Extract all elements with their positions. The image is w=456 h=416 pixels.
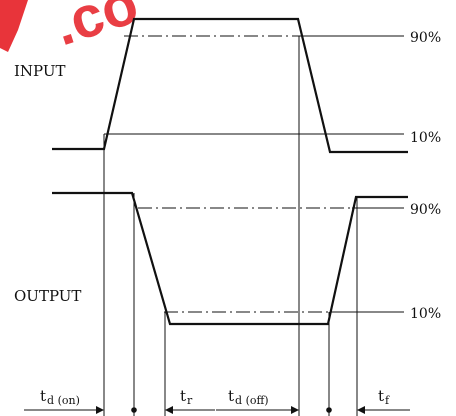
interval-arrows	[24, 406, 410, 414]
output-90-label: 90%	[410, 202, 441, 218]
watermark-wedge	[0, 0, 28, 52]
td-on-main: t	[40, 387, 46, 405]
watermark-logo: .co	[0, 0, 146, 58]
input-10-label: 10%	[410, 130, 441, 146]
output-10-label: 10%	[410, 306, 441, 322]
input-90-label: 90%	[410, 30, 441, 46]
output-waveform	[52, 191, 408, 326]
node-dot-left	[131, 407, 137, 413]
node-dot-right	[326, 407, 332, 413]
output-signal-label: OUTPUT	[14, 287, 81, 305]
tf-label: tf	[378, 387, 390, 407]
td-off-main: t	[228, 387, 234, 405]
tf-arrowhead	[357, 406, 365, 414]
td-off-arrowhead	[291, 406, 299, 414]
tf-sub: f	[385, 394, 390, 407]
tr-sub: r	[187, 394, 193, 407]
td-off-label: td (off)	[228, 387, 269, 407]
tr-main: t	[180, 387, 186, 405]
td-on-sub: d (on)	[47, 394, 80, 407]
input-waveform	[52, 17, 408, 154]
td-off-sub: d (off)	[235, 394, 269, 407]
tf-main: t	[378, 387, 384, 405]
tr-arrowhead	[165, 406, 173, 414]
td-on-arrowhead	[96, 406, 104, 414]
tr-label: tr	[180, 387, 193, 407]
input-signal-label: INPUT	[14, 62, 66, 80]
td-on-label: td (on)	[40, 387, 80, 407]
